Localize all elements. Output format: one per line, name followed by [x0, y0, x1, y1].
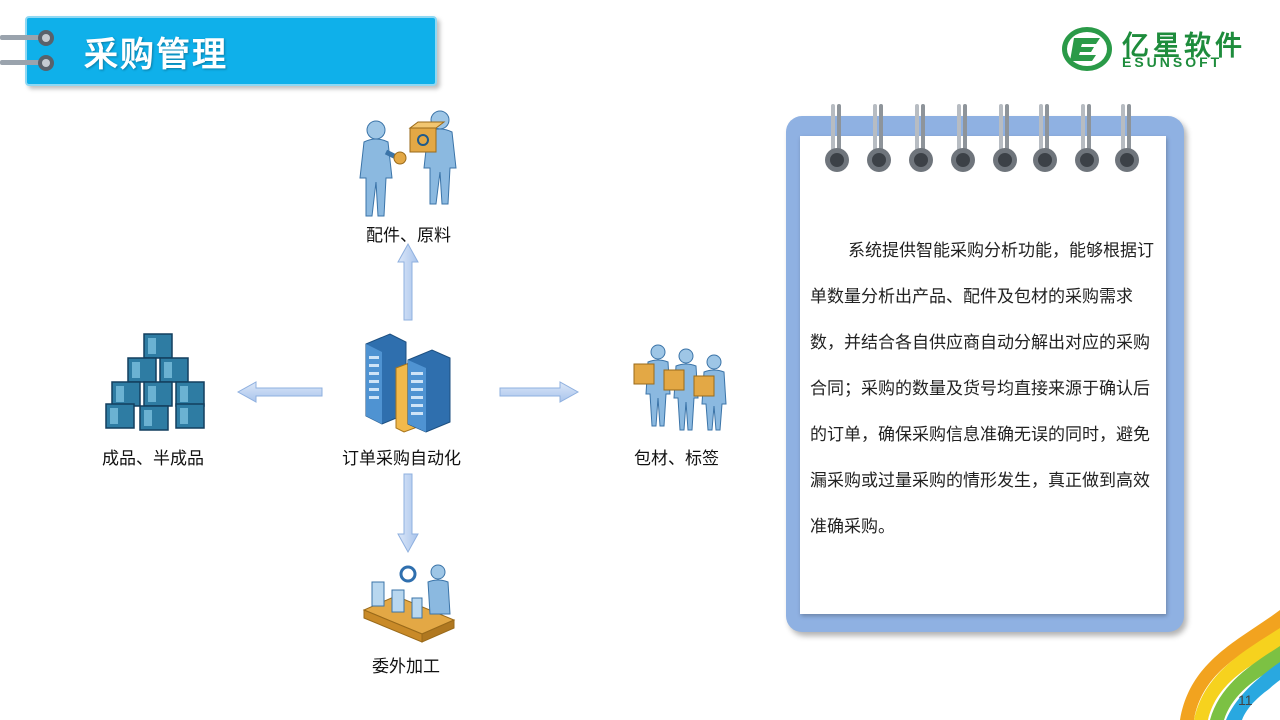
- notebook-ring-icon: [1033, 104, 1057, 172]
- logo-name-cn: 亿星软件: [1122, 31, 1246, 62]
- arrow-down: [397, 473, 419, 554]
- esunsoft-logo-icon: [1062, 27, 1112, 71]
- label-right: 包材、标签: [634, 449, 719, 469]
- title-banner: 采购管理: [25, 16, 437, 86]
- arrow-up: [397, 242, 419, 321]
- label-top: 配件、原料: [366, 226, 451, 246]
- notebook-ring-icon: [993, 104, 1017, 172]
- label-bottom: 委外加工: [372, 657, 440, 677]
- company-logo: 亿星软件 ESUNSOFT: [1060, 24, 1260, 74]
- arrow-left: [236, 381, 323, 403]
- page-number: 11: [1238, 692, 1253, 708]
- handover-people-icon: [359, 110, 457, 217]
- notebook-ring-icon: [867, 104, 891, 172]
- label-left: 成品、半成品: [102, 449, 204, 469]
- page-title: 采购管理: [84, 34, 228, 75]
- arrow-right: [499, 381, 580, 403]
- notebook-ring-icon: [1115, 104, 1139, 172]
- binder-clip-icon: [0, 30, 54, 46]
- corner-swoosh-decoration: [1180, 610, 1280, 720]
- server-icon: [365, 333, 451, 433]
- notebook-ring-icon: [951, 104, 975, 172]
- stacked-boxes-icon: [105, 333, 205, 431]
- assembly-line-icon: [362, 564, 456, 643]
- label-center: 订单采购自动化: [342, 449, 461, 469]
- logo-name-en: ESUNSOFT: [1122, 54, 1223, 70]
- notebook-paper: [800, 136, 1166, 614]
- binder-clip-icon: [0, 55, 54, 71]
- notebook-ring-icon: [825, 104, 849, 172]
- notebook-ring-icon: [909, 104, 933, 172]
- notebook-ring-icon: [1075, 104, 1099, 172]
- people-with-boxes-icon: [633, 344, 727, 431]
- notebook-description: 系统提供智能采购分析功能，能够根据订单数量分析出产品、配件及包材的采购需求数，并…: [810, 241, 1154, 537]
